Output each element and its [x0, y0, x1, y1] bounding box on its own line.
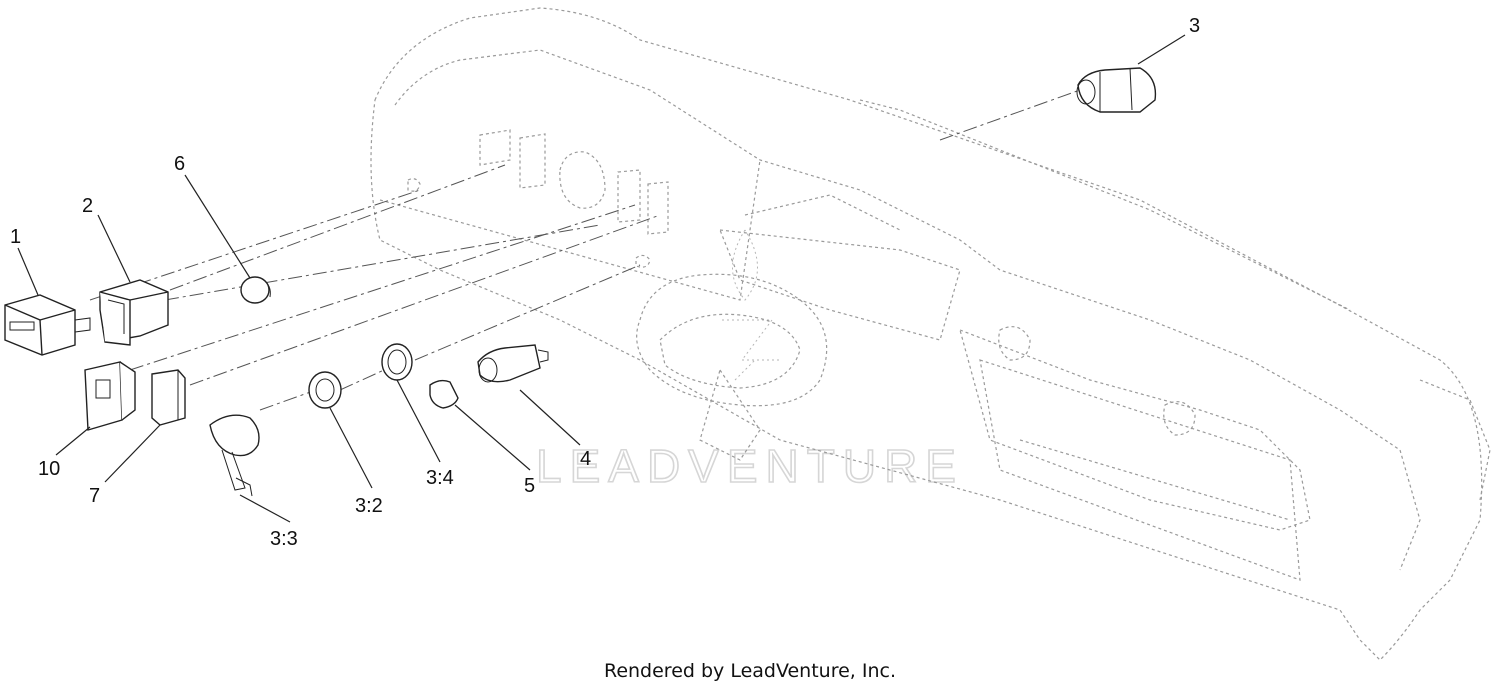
part-7-blank-plug — [151, 369, 186, 426]
part-2-switch — [99, 279, 169, 346]
callout-3-2: 3:2 — [355, 495, 383, 517]
part-3-2-nut — [308, 371, 342, 409]
part-10-switch — [84, 361, 136, 431]
callout-labels: 1 2 6 3 10 7 3:3 3:2 3:4 5 4 — [10, 15, 1200, 550]
part-1-switch — [4, 294, 91, 356]
callout-10: 10 — [38, 458, 60, 480]
callout-2: 2 — [82, 195, 93, 217]
part-3-ignition-switch — [1076, 67, 1157, 113]
part-3-3-key — [209, 414, 260, 497]
part-5-cap — [429, 379, 459, 409]
watermark-text: LEADVENTURE — [536, 440, 964, 492]
leader-lines — [89, 89, 1081, 411]
callout-6: 6 — [174, 153, 185, 175]
callout-5: 5 — [524, 475, 535, 497]
callout-7: 7 — [89, 485, 100, 507]
callout-3-4: 3:4 — [426, 467, 454, 489]
callout-3-3: 3:3 — [270, 528, 298, 550]
callout-lines — [17, 34, 1186, 523]
part-6-plug — [240, 276, 271, 304]
callout-1: 1 — [10, 226, 21, 248]
part-3-4-washer — [381, 343, 413, 381]
callout-4: 4 — [580, 448, 591, 470]
part-4-socket — [477, 344, 549, 383]
callout-3: 3 — [1189, 15, 1200, 37]
dashboard-panel — [370, 7, 1491, 661]
watermark: LEADVENTURE — [535, 229, 964, 493]
footer-credit: Rendered by LeadVenture, Inc. — [603, 660, 897, 682]
watermark-logo-icon — [722, 229, 782, 381]
